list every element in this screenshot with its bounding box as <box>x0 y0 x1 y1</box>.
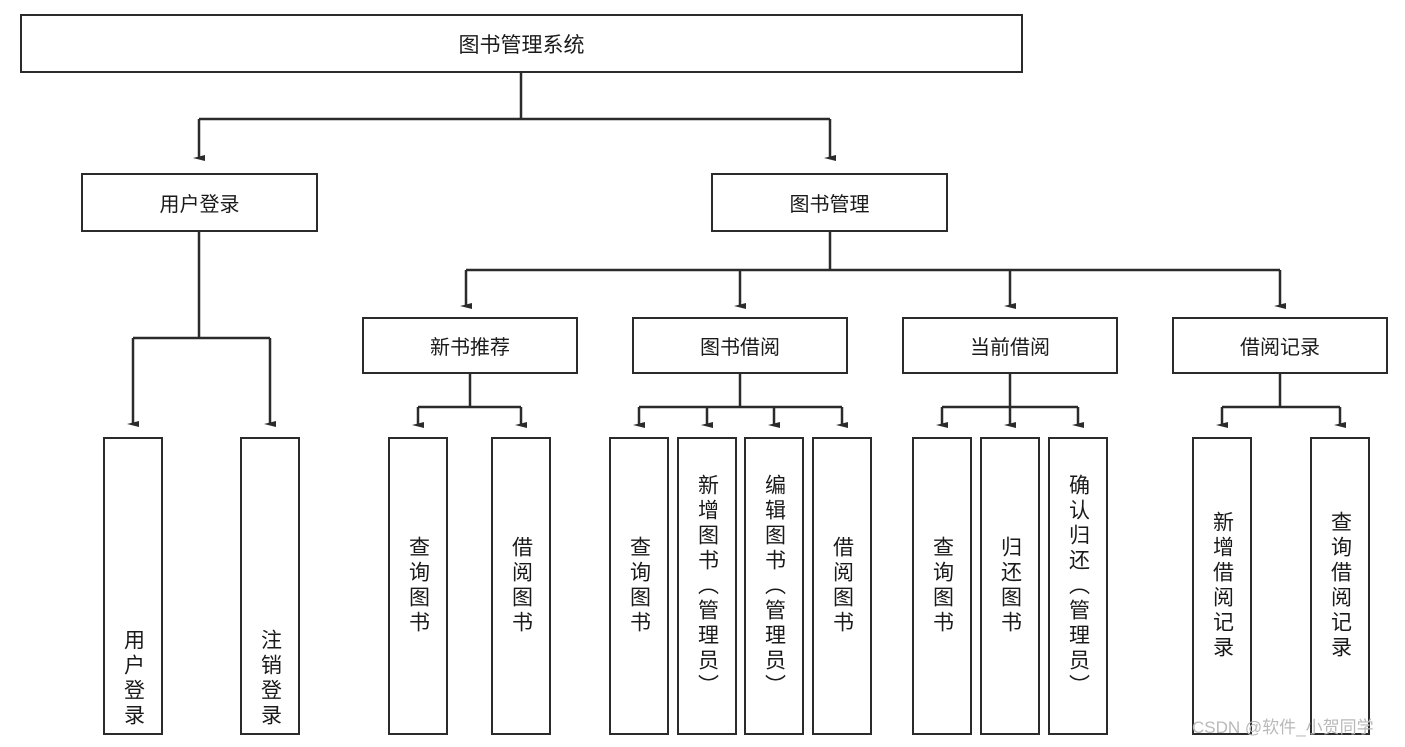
leaf-user-login-logout[interactable]: 注销登录 <box>240 437 300 735</box>
node-label: 查询图书 <box>930 536 954 636</box>
node-label: 查询图书 <box>406 536 430 636</box>
leaf-book-borrow-edit-book-admin[interactable]: 编辑图书（管理员） <box>744 437 804 735</box>
leaf-current-borrow-query-book[interactable]: 查询图书 <box>912 437 972 735</box>
node-label: 用户登录 <box>121 629 145 729</box>
node-label: 图书管理系统 <box>458 33 585 57</box>
node-label: 图书管理 <box>789 194 870 216</box>
node-label: 借阅记录 <box>1240 337 1320 359</box>
node-label: 图书借阅 <box>700 337 780 359</box>
node-current-borrow[interactable]: 当前借阅 <box>902 317 1118 374</box>
node-label: 查询借阅记录 <box>1328 511 1352 661</box>
node-label: 新书推荐 <box>430 337 510 359</box>
node-label: 编辑图书（管理员） <box>762 473 786 699</box>
csdn-watermark: CSDN @软件_小贺同学 <box>1192 718 1374 737</box>
node-label: 借阅图书 <box>830 536 854 636</box>
leaf-book-borrow-borrow-book[interactable]: 借阅图书 <box>812 437 872 735</box>
node-label: 新增借阅记录 <box>1210 511 1234 661</box>
leaf-current-borrow-return-book[interactable]: 归还图书 <box>980 437 1040 735</box>
node-label: 注销登录 <box>258 629 282 729</box>
leaf-new-book-query-book[interactable]: 查询图书 <box>388 437 448 735</box>
leaf-new-book-borrow-book[interactable]: 借阅图书 <box>491 437 551 735</box>
node-label: 新增图书（管理员） <box>695 473 719 699</box>
leaf-current-borrow-confirm-return-admin[interactable]: 确认归还（管理员） <box>1048 437 1108 735</box>
node-book-management[interactable]: 图书管理 <box>711 173 948 232</box>
leaf-user-login-login[interactable]: 用户登录 <box>103 437 163 735</box>
node-label: 确认归还（管理员） <box>1066 473 1090 699</box>
node-label: 当前借阅 <box>970 337 1050 359</box>
node-borrow-record[interactable]: 借阅记录 <box>1172 317 1388 374</box>
leaf-book-borrow-add-book-admin[interactable]: 新增图书（管理员） <box>677 437 737 735</box>
node-label: 归还图书 <box>998 536 1022 636</box>
node-new-book-recommend[interactable]: 新书推荐 <box>362 317 578 374</box>
leaf-book-borrow-query-book[interactable]: 查询图书 <box>609 437 669 735</box>
leaf-borrow-record-add-record[interactable]: 新增借阅记录 <box>1192 437 1252 735</box>
node-label: 查询图书 <box>627 536 651 636</box>
node-user-login[interactable]: 用户登录 <box>81 173 318 232</box>
node-root-book-management-system[interactable]: 图书管理系统 <box>20 14 1023 73</box>
node-label: 借阅图书 <box>509 536 533 636</box>
node-label: 用户登录 <box>159 194 240 216</box>
node-book-borrow[interactable]: 图书借阅 <box>632 317 848 374</box>
leaf-borrow-record-query-record[interactable]: 查询借阅记录 <box>1310 437 1370 735</box>
